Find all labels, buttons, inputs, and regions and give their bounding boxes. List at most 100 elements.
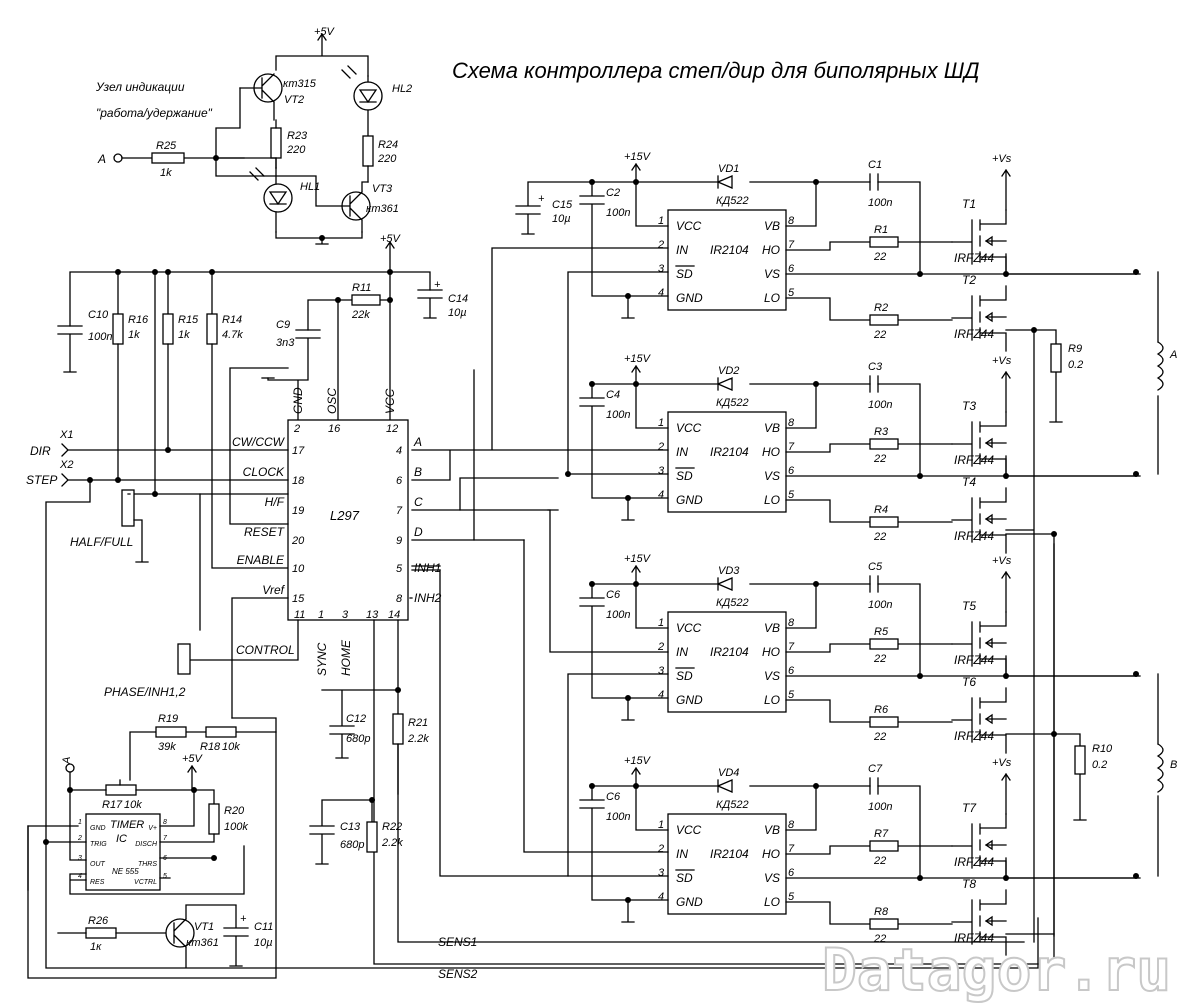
pin-number: 2 xyxy=(657,239,664,251)
pin-number: 19 xyxy=(292,505,304,517)
pin-name: IN xyxy=(676,243,688,257)
chip-label: TIMER xyxy=(110,819,144,831)
pin-name: ENABLE xyxy=(237,553,285,567)
pin-number: 3 xyxy=(78,855,82,862)
schematic-title: Схема контроллера степ/дир для биполярны… xyxy=(452,58,979,83)
part-label: R21 xyxy=(408,717,428,729)
motor-section: A B R9 0.2 R10 0.2 xyxy=(409,247,1177,943)
part-label: R15 xyxy=(178,314,199,326)
pin-number: 7 xyxy=(396,505,403,517)
polarity-plus: + xyxy=(240,913,247,925)
part-label: 2.2k xyxy=(381,837,403,849)
part-label: 220 xyxy=(286,144,306,156)
pin-number: 5 xyxy=(396,563,403,575)
wiring xyxy=(579,564,1141,723)
pin-name: LO xyxy=(764,693,780,707)
pin-name: RESET xyxy=(244,525,286,539)
part-label: 100k xyxy=(224,821,248,833)
part-label: R8 xyxy=(874,906,889,918)
pin-name: GND xyxy=(676,895,703,909)
indication-label: Узел индикации xyxy=(95,80,185,94)
pin-number: 4 xyxy=(658,287,664,299)
part-label: C11 xyxy=(254,921,273,933)
part-label: 4.7k xyxy=(222,329,243,341)
pin-name: GND xyxy=(676,493,703,507)
part-label: 1k xyxy=(178,329,190,341)
ne555-chip xyxy=(85,813,161,891)
part-label: A xyxy=(1169,349,1177,361)
pin-name: LO xyxy=(764,493,780,507)
part-label: КД522 xyxy=(716,799,749,811)
pin-number: 3 xyxy=(342,609,349,621)
part-label: C5 xyxy=(868,561,883,573)
pin-name: VB xyxy=(764,421,780,435)
part-label: 39k xyxy=(158,741,176,753)
pin-name: VS xyxy=(764,267,780,281)
part-label: C4 xyxy=(606,389,620,401)
part-label: 1k xyxy=(128,329,140,341)
pin-number: 1 xyxy=(78,819,82,826)
mosfet-arrow xyxy=(984,311,993,323)
pin-number: 2 xyxy=(293,423,300,435)
part-label: 10k xyxy=(124,799,142,811)
junction xyxy=(813,581,819,587)
part-label: 100n xyxy=(868,801,892,813)
pin-number: 1 xyxy=(658,819,664,831)
supply-label: +Vs xyxy=(992,153,1012,165)
part-label: 22 xyxy=(873,251,886,263)
wiring xyxy=(515,181,593,235)
part-label: IRFZ44 xyxy=(954,251,994,265)
pin-name: VCC xyxy=(383,388,397,414)
pin-number: 3 xyxy=(658,263,665,275)
pin-name: OUT xyxy=(90,861,106,868)
mosfet xyxy=(951,285,1007,352)
pin-name: HOME xyxy=(339,639,353,676)
part-label: R3 xyxy=(874,426,889,438)
polarity-plus: + xyxy=(538,193,545,205)
diode-vd3 xyxy=(716,577,733,591)
pin-number: 7 xyxy=(788,843,795,855)
part-label: R26 xyxy=(88,915,109,927)
connector-label: STEP xyxy=(26,473,57,487)
part-label: R6 xyxy=(874,704,889,716)
pin-number: 8 xyxy=(788,215,795,227)
capacitor xyxy=(869,575,879,593)
pin-name: VCTRL xyxy=(134,879,157,886)
connector-label: HALF/FULL xyxy=(70,535,133,549)
chip-label: IR2104 xyxy=(710,243,749,257)
diode-vd2 xyxy=(716,377,733,391)
pin-number: 12 xyxy=(386,423,398,435)
mosfet-arrow xyxy=(984,513,993,525)
part-label: R16 xyxy=(128,314,149,326)
pin-name: INH1 xyxy=(414,561,441,575)
pin-name: VCC xyxy=(676,421,702,435)
part-label: КД522 xyxy=(716,397,749,409)
resistor xyxy=(869,840,899,852)
pin-number: 8 xyxy=(396,593,403,605)
part-label: 1к xyxy=(90,941,102,953)
part-label: VD2 xyxy=(718,365,739,377)
part-label: IRFZ44 xyxy=(954,653,994,667)
supply-label: +Vs xyxy=(992,757,1012,769)
net-label: A xyxy=(97,152,106,166)
pin-name: CW/CCW xyxy=(232,435,286,449)
l297-chip xyxy=(287,419,409,621)
part-label: R19 xyxy=(158,713,178,725)
part-label: T4 xyxy=(962,475,976,489)
wiring xyxy=(1001,772,1137,879)
part-label: 100n xyxy=(606,409,630,421)
pin-number: 5 xyxy=(163,873,167,880)
pin-name: SD xyxy=(676,469,693,483)
part-label: VD3 xyxy=(718,565,740,577)
part-label: кт315 xyxy=(283,78,317,90)
junction xyxy=(633,179,639,185)
part-label: R5 xyxy=(874,626,889,638)
pin-name: TRIG xyxy=(90,841,107,848)
part-label: C1 xyxy=(868,159,882,171)
junction xyxy=(633,783,639,789)
part-label: R4 xyxy=(874,504,888,516)
pin-number: 1 xyxy=(658,417,664,429)
pin-number: 5 xyxy=(788,489,795,501)
part-label: 220 xyxy=(377,153,397,165)
part-label: R22 xyxy=(382,821,402,833)
